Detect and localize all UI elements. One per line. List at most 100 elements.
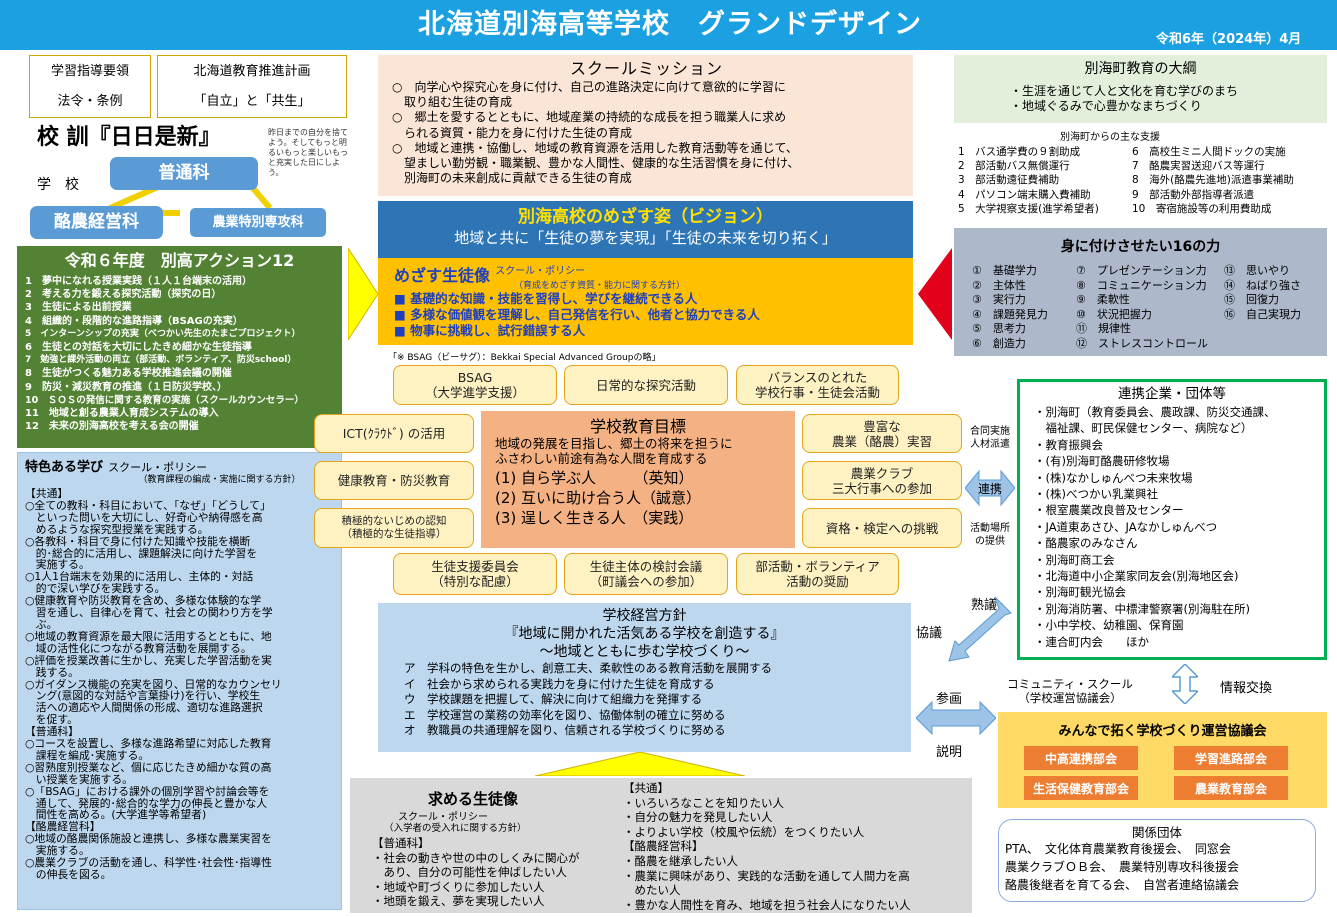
policy-title: 学校経営方針 — [602, 608, 687, 624]
list-item: 3 生徒による出前授業 — [25, 302, 132, 314]
list-item: ○各教科・科目で身に付けた知識や技能を横断 — [25, 535, 251, 548]
list-item: 間性を高める。(大学進学等希望者) — [25, 809, 207, 822]
list-item: 実施する。 — [25, 559, 90, 572]
action12-panel: 令和６年度 別高アクション12 1 夢中になれる授業実践（１人１台端末の活用） … — [17, 246, 342, 448]
list-item: ぶ。 — [25, 618, 58, 631]
up-yellow-arrow — [534, 751, 746, 777]
vision-panel: 別海高校のめざす姿（ビジョン） 地域と共に「生徒の夢を実現」「生徒の未来を切り拓… — [378, 201, 913, 258]
list-item: 2 部活動バス無償運行 — [958, 160, 1070, 173]
list-item: ○ガイダンス機能の充実を図り、日常的なカウンセリ — [25, 678, 282, 691]
list-item: ・農業に興味があり、実践的な活動を通して人間力を高 — [623, 868, 910, 883]
list-item: ・教育振興会 — [1034, 437, 1103, 452]
list-item: 5 大学視察支援(進学希望者) — [958, 202, 1099, 215]
list-item: 4 組織的・段階的な進路指導（BSAGの充実） — [25, 315, 243, 327]
list-item: 8 生徒がつくる魅力ある学校推進会議の開催 — [25, 368, 232, 380]
oval-kento: 生徒主体の検討会議 （町議会への参加） — [564, 553, 728, 595]
list-item: 福祉課、町民保健センター、病院など） — [1034, 421, 1253, 436]
list-item: ・別海町（教育委員会、農政課、防災交通課、 — [1034, 405, 1276, 419]
list-item: ■ 多様な価値観を理解し、自己発信を行い、他者と協力できる人 — [394, 307, 760, 322]
list-item: 地域の発展を目指し、郷土の将来を担うに — [495, 436, 733, 451]
support-right-list: 6 高校生ミニ人間ドックの実施 7 酪農実習送迎バス等運行 8 海外(酪農先進地… — [1132, 145, 1294, 216]
list-item: 【普通科】 — [372, 836, 430, 850]
list-item: 域の活性化につながる教育活動を展開する。 — [25, 642, 252, 655]
list-item: 習を通し、自律心を育て、社会との関わり方を学 — [25, 607, 273, 619]
list-item: 7 勉強と課外活動の両立（部活動、ボランティア、防災school） — [25, 355, 297, 366]
list-item: 課程を編成･実施する。 — [25, 749, 150, 762]
list-item: ⑥ 創造力 — [972, 336, 1026, 350]
mezasu-panel: めざす生徒像 スクール・ポリシー （育成をめざす資質・能力に関する方針） ■ 基… — [378, 258, 913, 345]
kankei-title: 関係団体 — [1131, 825, 1182, 840]
mission-panel: スクールミッション ○ 向学心や探究心を身に付け、自己の進路決定に向けて意欲的に… — [378, 55, 913, 196]
list-item: ■ 基礎的な知識・技能を習得し、学びを継続できる人 — [394, 291, 698, 306]
list-item: ・(有)別海町酪農研修牧場 — [1034, 454, 1170, 469]
course-general: 普通科 — [110, 157, 258, 190]
support-title: 別海町からの主な支援 — [1060, 132, 1160, 143]
action12-title: 令和６年度 別高アクション12 — [64, 251, 295, 270]
mission-title: スクールミッション — [569, 59, 723, 78]
hokkaido-plan-line2: 「自立」と「共生」 — [193, 94, 311, 109]
mezasu-list: ■ 基礎的な知識・技能を習得し、学びを継続できる人 ■ 多様な価値観を理解し、自… — [394, 291, 913, 339]
list-item: 4 パソコン端末購入費補助 — [958, 188, 1091, 201]
list-item: 望ましい勤労観・職業観、豊かな人間性、健康的な生活習慣を身に付け、 — [392, 156, 800, 171]
list-item: ③ 実行力 — [972, 293, 1026, 306]
list-item: ・別海消防署、中標津警察署(別海駐在所) — [1034, 601, 1250, 616]
partners-title: 連携企業・団体等 — [1118, 386, 1226, 402]
list-item: ア 学科の特色を生かし、創意工夫、柔軟性のある教育活動を展開する — [404, 661, 772, 675]
motomeru-policy-sub: （入学者の受入れに関する方針） — [384, 823, 527, 834]
list-item: ・生涯を通じて人と文化を育む学びのまち — [1010, 84, 1239, 98]
list-item: ○コースを設置し、多様な進路希望に対応した教育 — [25, 738, 272, 750]
mission-list: ○ 向学心や探究心を身に付け、自己の進路決定に向けて意欲的に学習に 取り組む生徒… — [392, 80, 901, 186]
right-red-arrow — [918, 248, 952, 340]
list-item: ⑮ 回復力 — [1224, 293, 1279, 306]
oval-club: 農業クラブ 三大行事への参加 — [802, 461, 962, 500]
vision-subtitle: 地域と共に「生徒の夢を実現」「生徒の未来を切り拓く」 — [454, 229, 837, 247]
oval-ijime: 積極的ないじめの認知 （積極的な生徒指導） — [314, 508, 474, 548]
council-title: みんなで拓く学校づくり運営協議会 — [1058, 724, 1267, 739]
partners-panel: 連携企業・団体等 ・別海町（教育委員会、農政課、防災交通課、 福祉課、町民保健セ… — [1017, 379, 1327, 660]
mezasu-title: めざす生徒像 — [394, 266, 491, 285]
list-item: ウ 学校課題を把握して、解決に向けて組織力を発揮する — [404, 692, 703, 706]
council-panel: みんなで拓く学校づくり運営協議会 中高連携部会 学習進路部会 生活保健教育部会 … — [998, 712, 1327, 808]
tokushoku-policy-sub: （教育課程の編成・実施に関する方針） — [138, 475, 301, 485]
list-item: ○1人1台端末を効果的に活用し、主体的・対話 — [25, 571, 254, 584]
list-item: ・別海町観光協会 — [1034, 585, 1126, 600]
link-joho: 情報交換 — [1220, 681, 1273, 696]
list-item: エ 学校運営の業務の効率化を図り、協働体制の確立に努める — [404, 707, 726, 722]
list-item: 1 夢中になれる授業実践（１人１台端末の活用） — [25, 276, 252, 287]
power-col3: ⑬ 思いやり ⑭ ねばり強さ ⑮ 回復力 ⑯ 自己実現力 — [1224, 264, 1301, 322]
list-item: ・地域ぐるみで心豊かなまちづくり — [1010, 99, 1202, 113]
list-item: ○評価を授業改善に生かし、充実した学習活動を実 — [25, 654, 272, 667]
tokushoku-panel: 特色ある学び スクール・ポリシー （教育課程の編成・実施に関する方針） 【共通】… — [17, 452, 342, 910]
bsag-note: 「※ BSAG（ビーサグ）：Bekkai Special Advanced Gr… — [388, 353, 661, 363]
tokushoku-list: 【共通】 ○全ての教科・科目において、「なぜ」「どうして」 といった問いを大切に… — [25, 488, 334, 881]
goal-panel: 学校教育目標 地域の発展を目指し、郷土の将来を担うに ふさわしい前途有為な人間を… — [481, 411, 795, 548]
council-btn-nogyo: 農業教育部会 — [1174, 776, 1288, 800]
list-item: ・地域や町づくりに参加したい人 — [372, 879, 545, 894]
list-item: 10 ＳＯＳの発信に関する教育の実施（スクールカウンセラー） — [25, 394, 304, 406]
oval-tankyu: 日常的な探究活動 — [564, 365, 728, 405]
list-item: ⑩ 状況把握力 — [1076, 307, 1152, 321]
mezasu-policy-sub: （育成をめざす資質・能力に関する方針） — [514, 281, 686, 291]
link-sankaku: 参画 — [936, 692, 963, 707]
list-item: を促す。 — [25, 714, 78, 727]
list-item: 【共通】 — [623, 781, 669, 795]
list-item: ④ 課題発見力 — [972, 307, 1048, 321]
oval-bsag: BSAG （大学進学支援） — [393, 365, 557, 405]
list-item: 通して、発展的･総合的な学力の伸長と豊かな人 — [25, 797, 268, 810]
town-title: 別海町教育の大綱 — [1084, 61, 1197, 77]
list-item: あり、自分の可能性を伸ばしたい人 — [372, 865, 568, 879]
link-jukugi: 熟議 — [971, 598, 998, 613]
management-policy-panel: 学校経営方針 『地域に開かれた活気ある学校を創造する』 ～地域とともに歩む学校づ… — [378, 603, 911, 752]
list-item: ○ 郷土を愛するとともに、地域産業の持続的な成長を担う職業人に求め — [392, 110, 787, 125]
school-label: 学 校 — [37, 177, 79, 193]
policy-slogan: 『地域に開かれた活気ある学校を創造する』 — [504, 626, 785, 642]
list-item: ○地域の酪農関係施設と連携し、多様な農業実習を — [25, 833, 272, 846]
list-item: オ 教職員の共通理解を図り、信頼される学校づくりに努める — [404, 723, 726, 737]
list-item: 【酪農経営科】 — [623, 839, 704, 854]
hokkaido-plan-line1: 北海道教育推進計画 — [193, 64, 311, 79]
list-item: ・豊かな人間性を育み、地域を担う社会人になりたい人 — [623, 897, 911, 912]
tokushoku-title: 特色ある学び — [25, 460, 104, 475]
list-item: ○習熟度別授業など、個に応じたきめ細かな質の高 — [25, 761, 272, 774]
list-item: ・社会の動きや世の中のしくみに関心が — [372, 850, 580, 865]
link-setsumei: 説明 — [936, 745, 963, 760]
